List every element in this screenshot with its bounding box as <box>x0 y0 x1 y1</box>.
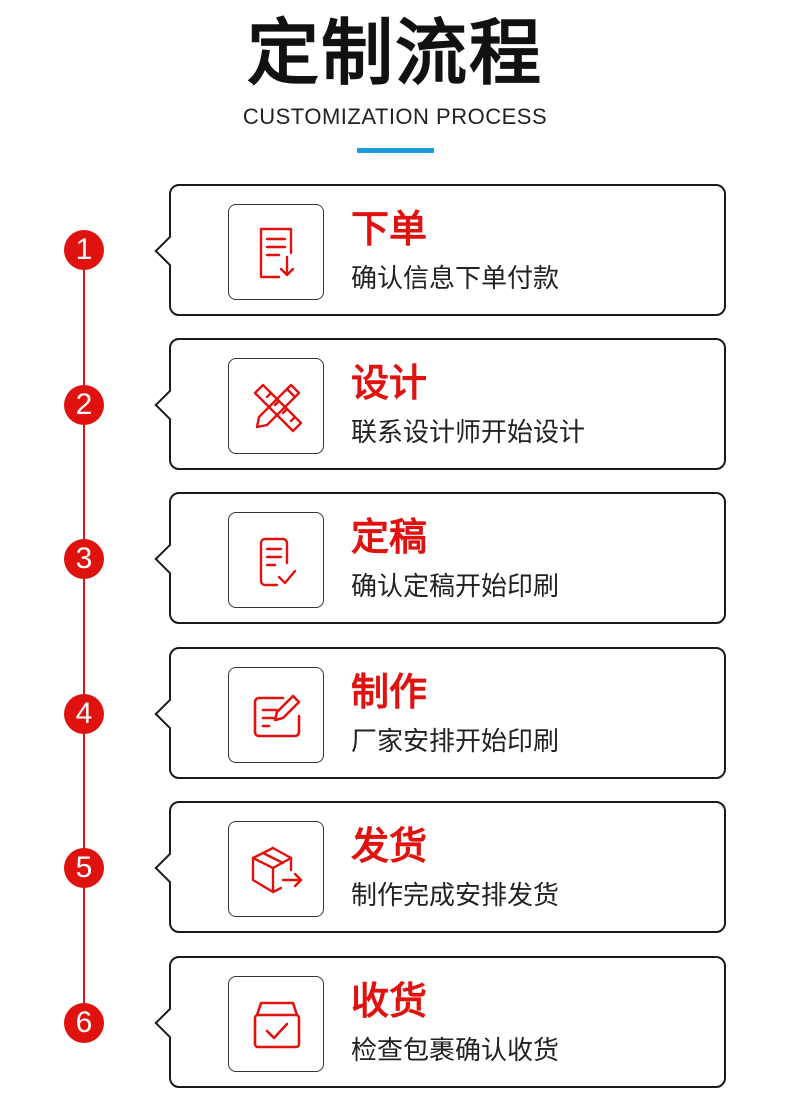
step-number-2: 2 <box>64 385 104 425</box>
step-icon-box <box>228 204 324 300</box>
step-title: 收货 <box>351 979 428 1023</box>
package-check-icon <box>253 1001 301 1049</box>
step-icon-box <box>228 976 324 1072</box>
edit-form-icon <box>253 694 301 738</box>
page-subtitle: CUSTOMIZATION PROCESS <box>242 104 548 129</box>
step-icon-box <box>228 821 324 917</box>
step-title: 定稿 <box>351 515 428 559</box>
step-title: 下单 <box>351 207 428 251</box>
box-shipping-icon <box>251 846 303 894</box>
order-document-icon <box>259 227 295 279</box>
step-description: 检查包裹确认收货 <box>351 1036 560 1066</box>
step-icon-box <box>228 358 324 454</box>
step-number-4: 4 <box>64 694 104 734</box>
step-number-3: 3 <box>64 539 104 579</box>
step-title: 制作 <box>351 670 428 714</box>
step-icon-box <box>228 667 324 763</box>
step-number-5: 5 <box>64 848 104 888</box>
step-description: 联系设计师开始设计 <box>351 418 586 448</box>
step-description: 厂家安排开始印刷 <box>351 727 560 757</box>
timeline-line <box>83 250 85 1023</box>
step-description: 制作完成安排发货 <box>351 881 560 911</box>
ruler-pencil-icon <box>253 383 303 433</box>
step-card-receive: 收货 检查包裹确认收货 <box>169 956 726 1088</box>
page-title: 定制流程 <box>246 11 543 95</box>
step-description: 确认定稿开始印刷 <box>351 572 560 602</box>
step-card-design: 设计 联系设计师开始设计 <box>169 338 726 470</box>
step-title: 发货 <box>351 824 428 868</box>
step-card-finalize: 定稿 确认定稿开始印刷 <box>169 492 726 624</box>
step-number-1: 1 <box>64 230 104 270</box>
step-card-order: 下单 确认信息下单付款 <box>169 184 726 316</box>
document-check-icon <box>259 537 297 587</box>
step-icon-box <box>228 512 324 608</box>
step-number-6: 6 <box>64 1003 104 1043</box>
step-title: 设计 <box>351 361 428 405</box>
step-description: 确认信息下单付款 <box>351 264 560 294</box>
step-card-shipping: 发货 制作完成安排发货 <box>169 801 726 933</box>
title-underline <box>357 148 434 153</box>
step-card-production: 制作 厂家安排开始印刷 <box>169 647 726 779</box>
